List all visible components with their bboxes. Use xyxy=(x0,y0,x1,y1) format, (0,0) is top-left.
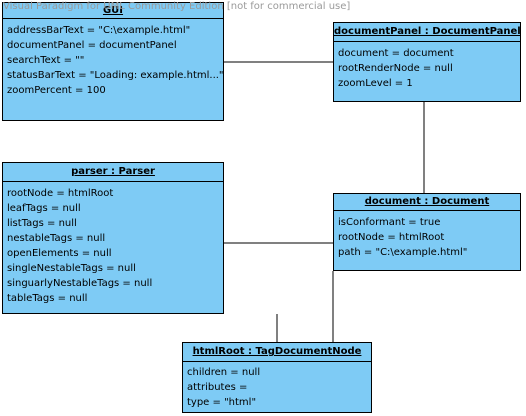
object-gui-attribute: zoomPercent = 100 xyxy=(7,85,106,96)
object-gui-attribute: searchText = "" xyxy=(7,55,85,66)
object-parser-attribute: tableTags = null xyxy=(7,293,88,304)
object-document-attribute: path = "C:\example.html" xyxy=(338,247,468,258)
object-documentpanel-attribute: zoomLevel = 1 xyxy=(338,78,413,89)
object-document[interactable]: document : Document isConformant = true … xyxy=(333,193,521,271)
object-parser[interactable]: parser : Parser rootNode = htmlRoot leaf… xyxy=(2,162,224,314)
object-parser-attributes: rootNode = htmlRoot leafTags = null list… xyxy=(3,182,223,306)
object-documentpanel[interactable]: documentPanel : DocumentPanel document =… xyxy=(333,22,521,102)
object-gui-attributes: addressBarText = "C:\example.html" docum… xyxy=(3,19,224,98)
object-parser-attribute: singuarlyNestableTags = null xyxy=(7,278,153,289)
object-parser-attribute: singleNestableTags = null xyxy=(7,263,136,274)
object-gui-attribute: statusBarText = "Loading: example.html..… xyxy=(7,70,224,81)
object-parser-attribute: rootNode = htmlRoot xyxy=(7,188,114,199)
object-documentpanel-title: documentPanel : DocumentPanel xyxy=(334,23,521,42)
object-htmlroot[interactable]: htmlRoot : TagDocumentNode children = nu… xyxy=(182,342,372,413)
object-documentpanel-attribute: document = document xyxy=(338,48,454,59)
object-documentpanel-attributes: document = document rootRenderNode = nul… xyxy=(334,42,520,91)
watermark: Visual Paradigm for UML Community Editio… xyxy=(3,1,351,12)
object-htmlroot-attributes: children = null attributes = type = "htm… xyxy=(183,362,371,410)
object-parser-attribute: nestableTags = null xyxy=(7,233,106,244)
object-parser-title: parser : Parser xyxy=(3,163,223,182)
object-gui-attribute: addressBarText = "C:\example.html" xyxy=(7,25,191,36)
object-gui-attribute: documentPanel = documentPanel xyxy=(7,40,177,51)
object-gui-title: GUI xyxy=(3,3,223,19)
object-parser-attribute: listTags = null xyxy=(7,218,77,229)
object-document-attribute: isConformant = true xyxy=(338,217,441,228)
object-gui[interactable]: GUI addressBarText = "C:\example.html" d… xyxy=(2,2,224,121)
object-documentpanel-attribute: rootRenderNode = null xyxy=(338,63,453,74)
object-htmlroot-title: htmlRoot : TagDocumentNode xyxy=(183,343,371,362)
object-htmlroot-attribute: children = null xyxy=(187,367,261,378)
object-document-title: document : Document xyxy=(334,194,520,211)
object-htmlroot-attribute: type = "html" xyxy=(187,397,257,408)
object-parser-attribute: leafTags = null xyxy=(7,203,81,214)
object-document-attribute: rootNode = htmlRoot xyxy=(338,232,445,243)
object-document-attributes: isConformant = true rootNode = htmlRoot … xyxy=(334,211,520,260)
object-htmlroot-attribute: attributes = xyxy=(187,382,248,393)
object-parser-attribute: openElements = null xyxy=(7,248,112,259)
